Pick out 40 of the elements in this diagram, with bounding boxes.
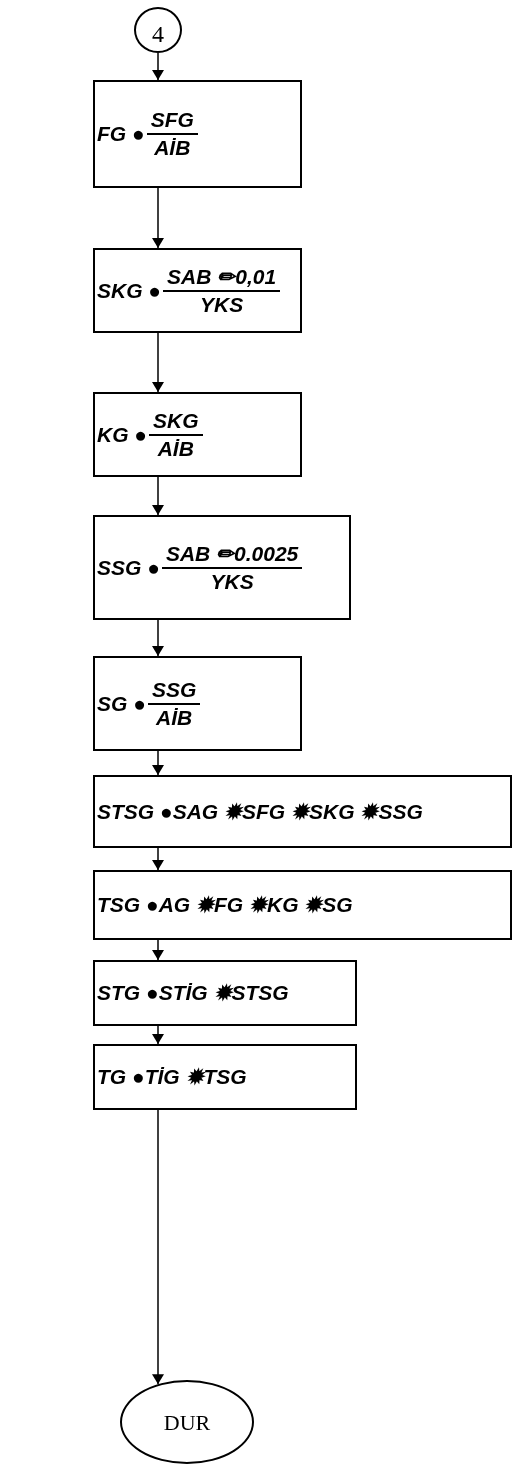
variable-label: SKG ● [97,277,162,304]
arrow [152,939,164,961]
formula-text: TSG ●AG ✹FG ✹KG ✹SG [97,892,353,919]
denominator: AİB [156,435,195,462]
connector-circle: 4 [134,7,182,53]
process-box [93,775,512,848]
variable-label: SG ● [97,690,146,717]
arrow [152,619,164,657]
arrow [152,1025,164,1045]
numerator: SFG [149,107,195,133]
denominator: YKS [209,568,255,595]
process-box [93,870,512,940]
variable-label: FG ● [97,121,145,148]
denominator: AİB [153,135,192,161]
denominator: AİB [154,704,194,731]
process-box [93,80,302,188]
variable-label: KG ● [97,421,148,448]
arrow [152,332,164,393]
arrow [152,476,164,516]
process-box [93,392,302,477]
formula-text: TG ●TİG ✹TSG [97,1064,247,1091]
terminal-ellipse: DUR [120,1380,254,1464]
arrow [152,187,164,249]
arrow [152,1109,164,1385]
numerator: SAB ✏0,01 [166,263,278,290]
formula-text: STG ●STİG ✹STSG [97,980,289,1007]
numerator: SSG [150,676,198,703]
numerator: SAB ✏0.0025 [164,540,300,567]
process-box [93,960,357,1026]
process-box [93,656,302,751]
variable-label: SSG ● [97,554,160,581]
numerator: SKG [152,407,200,434]
process-box [93,1044,357,1110]
arrow [152,750,164,776]
denominator: YKS [198,291,245,318]
formula-text: STSG ●SAG ✹SFG ✹SKG ✹SSG [97,798,423,825]
arrow [152,847,164,871]
process-box [93,515,351,620]
arrow [152,52,164,81]
process-box [93,248,302,333]
